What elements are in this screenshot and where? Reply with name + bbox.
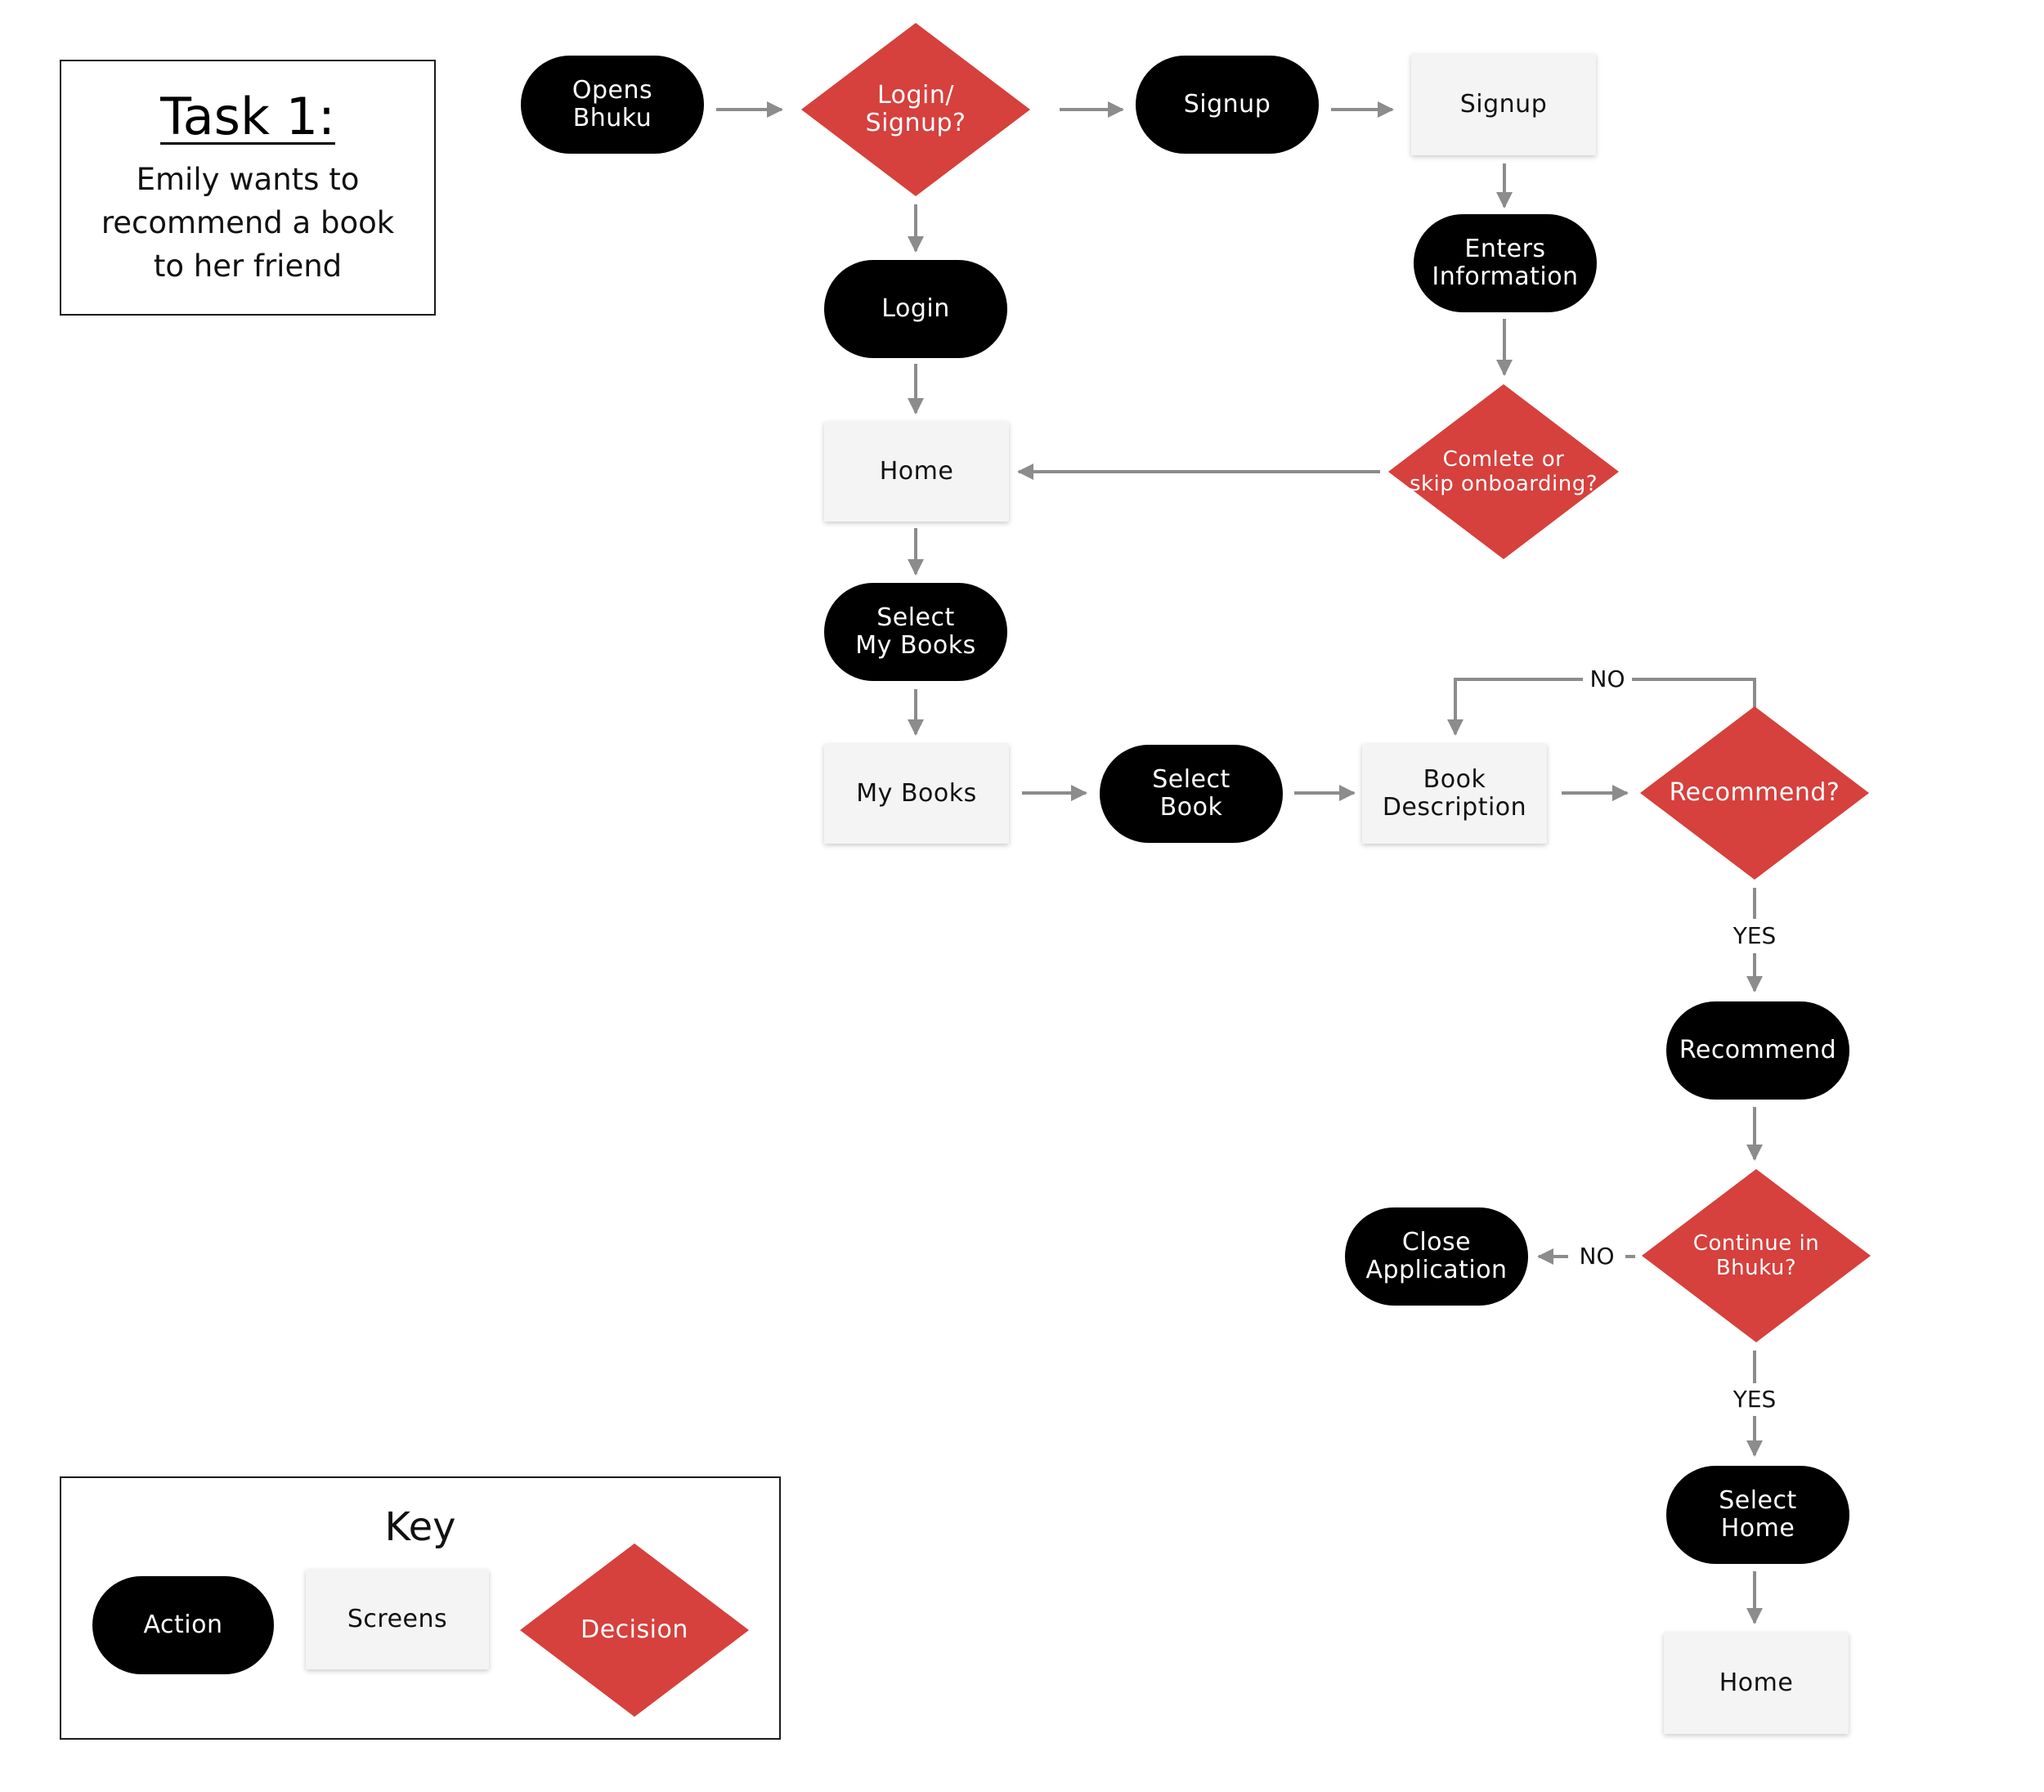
- task-title: Task 1:: [160, 87, 335, 146]
- close-application-action[interactable]: Close Application: [1345, 1207, 1528, 1306]
- login-action[interactable]: Login: [824, 260, 1007, 358]
- legend-title: Key: [384, 1504, 456, 1550]
- my-books-screen[interactable]: My Books: [824, 744, 1009, 844]
- enters-information-action[interactable]: Enters Information: [1414, 214, 1597, 312]
- continue-decision[interactable]: Continue in Bhuku?: [1642, 1169, 1871, 1342]
- select-my-books-action[interactable]: Select My Books: [824, 583, 1007, 681]
- task-description-box: Task 1: Emily wants to recommend a book …: [60, 60, 436, 316]
- onboarding-diamond: [1388, 384, 1619, 559]
- login-signup-decision[interactable]: Login/ Signup?: [801, 23, 1030, 196]
- edge-label-continue-no: NO: [1574, 1244, 1620, 1269]
- legend-decision-swatch: Decision: [520, 1543, 749, 1717]
- select-book-action[interactable]: Select Book: [1100, 745, 1283, 843]
- arrow-recommend-no-left: [1447, 678, 1583, 736]
- home-screen[interactable]: Home: [824, 422, 1009, 522]
- book-description-screen[interactable]: Book Description: [1362, 744, 1547, 844]
- line-recommend-no-right: [1632, 678, 1756, 708]
- onboarding-label: Comlete or skip onboarding?: [1409, 447, 1598, 496]
- legend-action-swatch: Action: [92, 1576, 274, 1674]
- home-screen-final[interactable]: Home: [1664, 1633, 1849, 1734]
- recommend-decision[interactable]: Recommend?: [1640, 706, 1869, 880]
- opens-bhuku-action[interactable]: Opens Bhuku: [521, 56, 704, 154]
- recommend-action[interactable]: Recommend: [1666, 1001, 1849, 1100]
- select-home-action[interactable]: Select Home: [1666, 1466, 1849, 1564]
- recommend-diamond: [1640, 706, 1869, 880]
- task-description: Emily wants to recommend a book to her f…: [101, 162, 395, 284]
- login-signup-label: Login/ Signup?: [865, 81, 966, 137]
- login-signup-diamond: [801, 23, 1030, 196]
- legend-screen-swatch: Screens: [306, 1570, 489, 1669]
- edge-label-recommend-no: NO: [1585, 667, 1630, 692]
- edge-label-continue-yes: YES: [1728, 1387, 1782, 1412]
- continue-decision-label: Continue in Bhuku?: [1692, 1231, 1820, 1280]
- legend-decision-label: Decision: [580, 1615, 688, 1644]
- signup-action[interactable]: Signup: [1136, 56, 1319, 154]
- signup-screen[interactable]: Signup: [1411, 54, 1596, 155]
- recommend-decision-label: Recommend?: [1669, 778, 1840, 807]
- onboarding-decision[interactable]: Comlete or skip onboarding?: [1388, 384, 1619, 559]
- legend-decision-diamond: [520, 1543, 749, 1717]
- continue-diamond: [1642, 1169, 1871, 1342]
- edge-label-recommend-yes: YES: [1728, 924, 1782, 948]
